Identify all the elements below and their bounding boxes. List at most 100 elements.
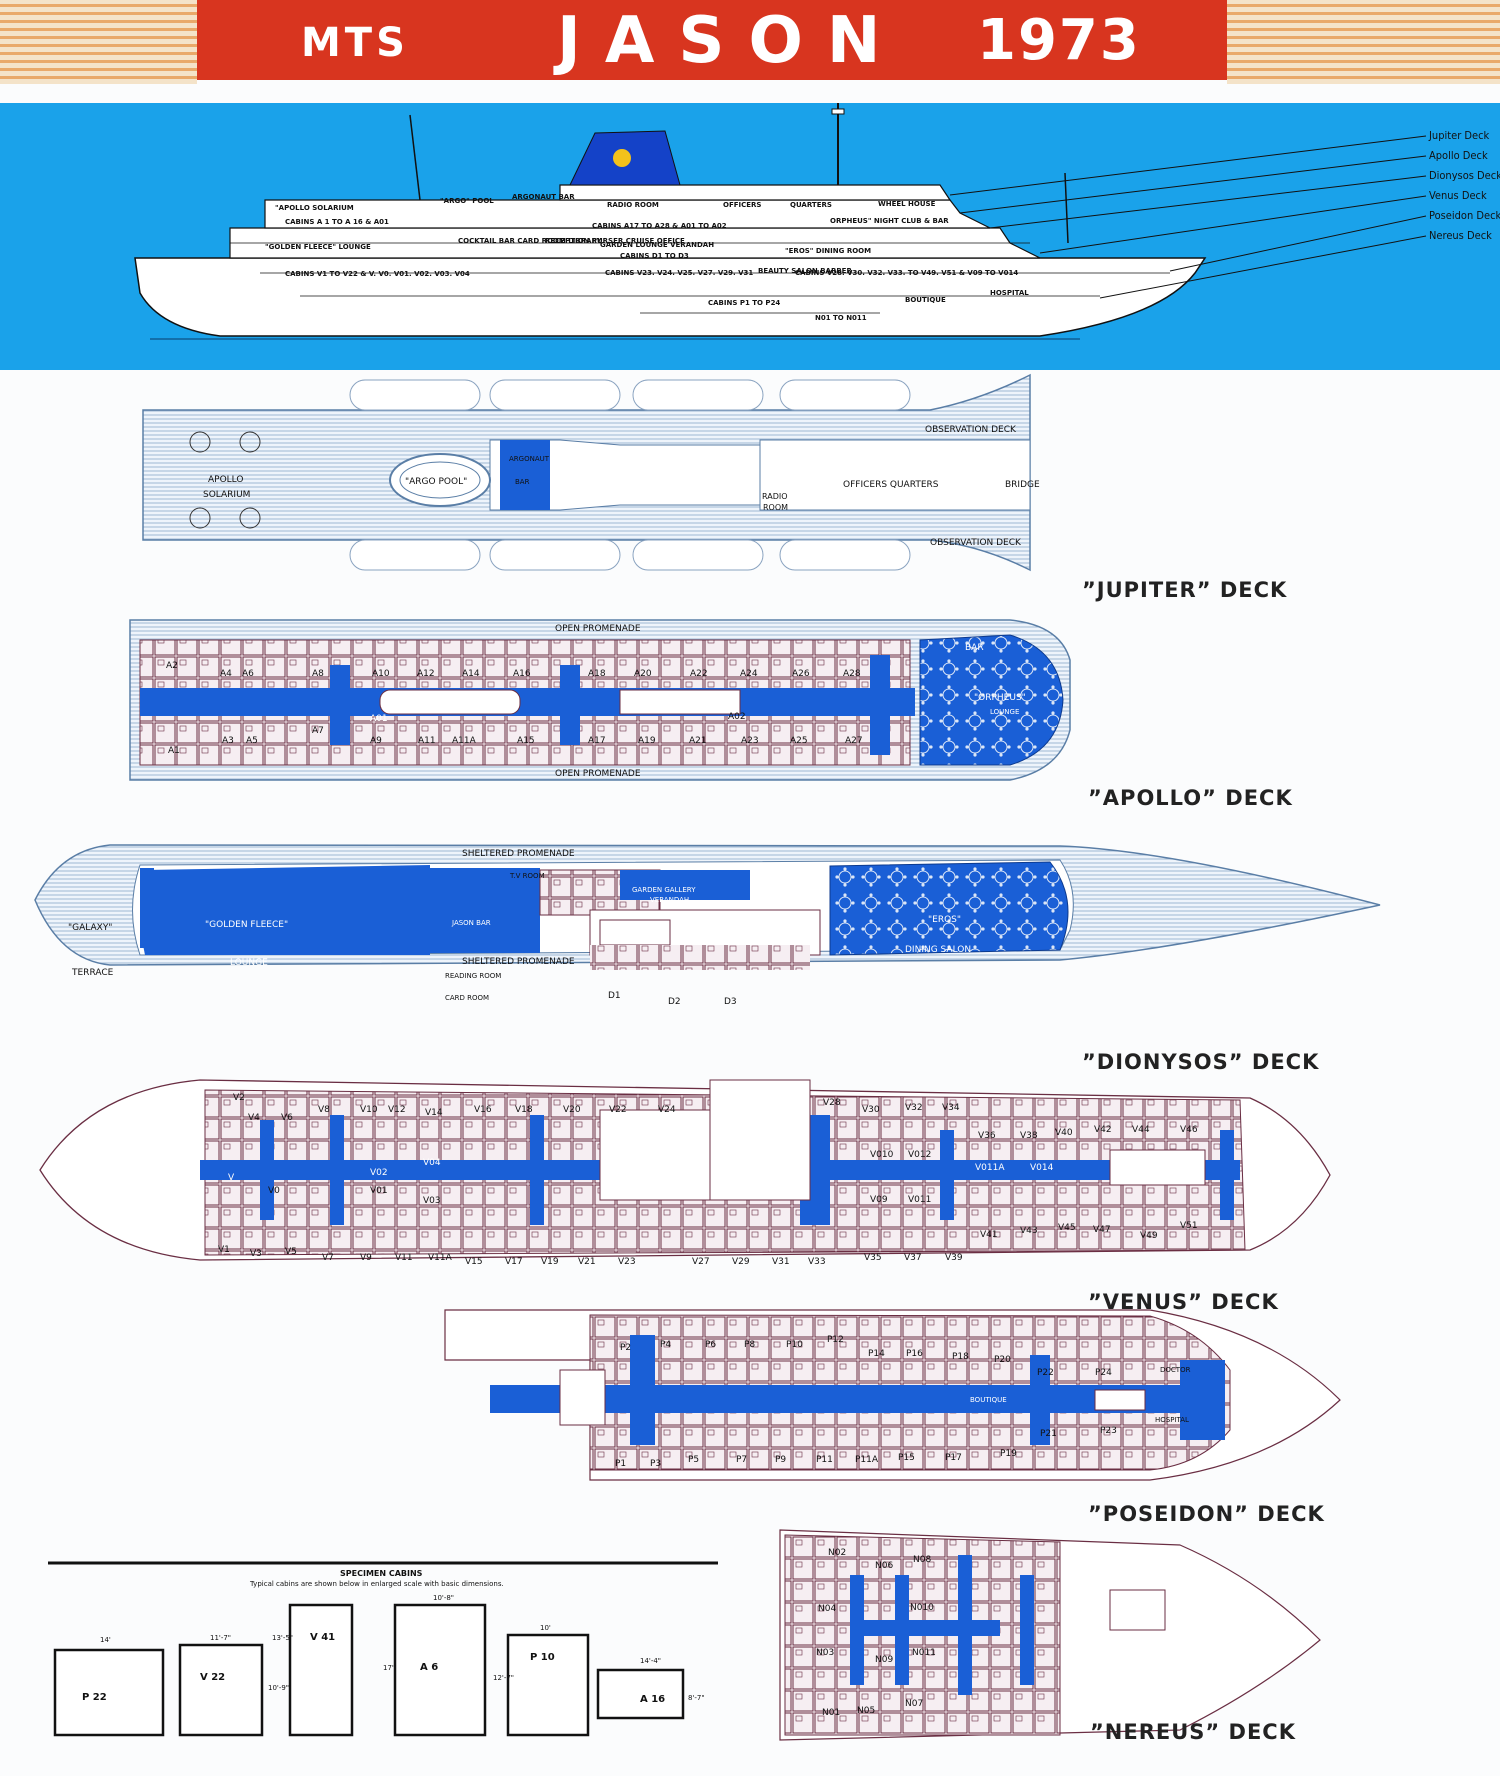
cabin-A11A: A11A xyxy=(452,736,477,746)
cabin-V34: V34 xyxy=(942,1103,960,1113)
cabin-V012: V012 xyxy=(908,1150,931,1160)
cabin-A02: A02 xyxy=(728,712,746,722)
cabin-V29: V29 xyxy=(732,1257,750,1267)
cabin-P14: P14 xyxy=(868,1349,885,1359)
specimen-dim-0: 14' xyxy=(100,1636,111,1644)
jupiter-room-label: ROOM xyxy=(763,503,788,512)
specimen-dim-1: 11'-7" xyxy=(210,1634,231,1642)
poseidon-boutique-label: BOUTIQUE xyxy=(970,1396,1007,1404)
profile-label-reception: RECEPTION PURSER CRUISE OFFICE xyxy=(545,237,685,245)
profile-label-cabins-a: CABINS A 1 TO A 16 & A01 xyxy=(285,218,389,226)
cabin-V47: V47 xyxy=(1093,1225,1111,1235)
cabin-A19: A19 xyxy=(638,736,656,746)
cabin-P22: P22 xyxy=(1037,1368,1054,1378)
cabin-A8: A8 xyxy=(312,669,324,679)
specimen-dim-2h: 13'-5" xyxy=(272,1634,293,1642)
cabin-V37: V37 xyxy=(904,1253,922,1263)
cabin-V36: V36 xyxy=(978,1131,996,1141)
title-prefix: MTS xyxy=(301,20,409,66)
dionysos-golden-fleece-label: "GOLDEN FLEECE" xyxy=(205,920,288,930)
cabin-N010: N010 xyxy=(910,1603,934,1613)
cabin-P21: P21 xyxy=(1040,1429,1057,1439)
cabin-A3: A3 xyxy=(222,736,234,746)
dionysos-terrace-label: TERRACE xyxy=(71,968,114,978)
profile-label-cabins-v: CABINS V1 TO V22 & V. V0. V01. V02. V03.… xyxy=(285,270,470,278)
profile-label-apollo-solarium: "APOLLO SOLARIUM xyxy=(275,204,354,212)
cabin-P20: P20 xyxy=(994,1355,1011,1365)
specimen-dim-1h: 10'-9" xyxy=(268,1684,289,1692)
cabin-P1: P1 xyxy=(615,1459,626,1469)
profile-label-boutique: BOUTIQUE xyxy=(905,296,946,304)
cabin-A12: A12 xyxy=(417,669,435,679)
cabin-V35: V35 xyxy=(864,1253,882,1263)
apollo-lounge-label: LOUNGE xyxy=(990,708,1019,716)
profile-label-golden-fleece: "GOLDEN FLEECE" LOUNGE xyxy=(265,243,371,251)
cabin-P6: P6 xyxy=(705,1340,716,1350)
specimen-dim-3h: 17' xyxy=(383,1664,394,1672)
cabin-V17: V17 xyxy=(505,1257,523,1267)
legend-poseidon: Poseidon Deck xyxy=(1429,209,1500,222)
specimen-subtitle: Typical cabins are shown below in enlarg… xyxy=(249,1580,504,1588)
cabin-V7: V7 xyxy=(322,1253,334,1263)
cabin-P4: P4 xyxy=(660,1340,671,1350)
cabin-P16: P16 xyxy=(906,1349,923,1359)
cabin-V6: V6 xyxy=(281,1113,293,1123)
title-banner: MTS JASON 1973 xyxy=(197,0,1227,80)
cabin-A20: A20 xyxy=(634,669,652,679)
profile-hull xyxy=(134,257,1207,337)
deck-title-apollo: ”APOLLO” DECK xyxy=(1088,786,1293,810)
cabin-A4: A4 xyxy=(220,669,232,679)
deck-title-poseidon: ”POSEIDON” DECK xyxy=(1088,1502,1325,1526)
poseidon-cabin-labels: P2 P4 P6 P8 P10 P12 P14 P16 P18 P20 P22 … xyxy=(615,1335,1117,1469)
profile-label-garden: GARDEN LOUNGE VERANDAH xyxy=(600,241,714,249)
dionysos-card-room-label: CARD ROOM xyxy=(445,994,489,1002)
dionysos-promenade-top: SHELTERED PROMENADE xyxy=(462,849,575,859)
cabin-V31: V31 xyxy=(772,1257,790,1267)
dionysos-verandah-label: VERANDAH xyxy=(650,896,689,904)
cabin-V5: V5 xyxy=(285,1247,297,1257)
cabin-A11: A11 xyxy=(418,736,436,746)
cabin-V27: V27 xyxy=(692,1257,710,1267)
specimen-dim-4: 10' xyxy=(540,1624,551,1632)
nereus-deck-plan xyxy=(779,1529,1321,1741)
cabin-V20: V20 xyxy=(563,1105,581,1115)
title-ship-name: JASON xyxy=(557,4,905,78)
specimen-dim-4h: 12'-7" xyxy=(493,1674,514,1682)
wave-border-left xyxy=(0,0,197,84)
cabin-V21: V21 xyxy=(578,1257,596,1267)
profile-label-quarters: QUARTERS xyxy=(790,201,832,209)
cabin-V010: V010 xyxy=(870,1150,894,1160)
cabin-N01: N01 xyxy=(822,1708,840,1718)
profile-label-cabins-d: CABINS D1 TO D3 xyxy=(620,252,689,260)
cabin-V28: V28 xyxy=(823,1098,841,1108)
deck-title-nereus: ”NEREUS” DECK xyxy=(1090,1720,1296,1744)
legend-jupiter: Jupiter Deck xyxy=(1429,129,1490,142)
cabin-A21: A21 xyxy=(689,736,707,746)
cabin-V41: V41 xyxy=(980,1230,998,1240)
cabin-V40: V40 xyxy=(1055,1128,1073,1138)
profile-label-argo-pool: "ARGO" POOL xyxy=(440,197,494,205)
cabin-P12: P12 xyxy=(827,1335,844,1345)
poseidon-deck-plan: BOUTIQUE DOCTOR HOSPITAL xyxy=(444,1309,1341,1481)
nereus-cabin-labels: N02 N06 N08 N04 N010 N03 N09 N011 N01 N0… xyxy=(816,1548,936,1718)
cabin-A9: A9 xyxy=(370,736,382,746)
cabin-A25: A25 xyxy=(790,736,808,746)
cabin-V011: V011 xyxy=(908,1195,931,1205)
cabin-A17: A17 xyxy=(588,736,606,746)
cabin-P24: P24 xyxy=(1095,1368,1112,1378)
jupiter-obs-top-label: OBSERVATION DECK xyxy=(925,425,1017,435)
cabin-V03: V03 xyxy=(423,1196,441,1206)
cabin-V38: V38 xyxy=(1020,1131,1038,1141)
cabin-N07: N07 xyxy=(905,1699,923,1709)
cabin-V2: V2 xyxy=(233,1093,245,1103)
cabin-P17: P17 xyxy=(945,1453,962,1463)
cabin-A5: A5 xyxy=(246,736,258,746)
specimen-cabin-2: V 41 xyxy=(310,1632,335,1643)
cabin-V: V xyxy=(228,1173,235,1183)
cabin-P23: P23 xyxy=(1100,1426,1117,1436)
cabin-P11A: P11A xyxy=(855,1455,879,1465)
cabin-A15: A15 xyxy=(517,736,535,746)
cabin-A22: A22 xyxy=(690,669,708,679)
cabin-V15: V15 xyxy=(465,1257,483,1267)
ship-profile-diagram: "APOLLO SOLARIUM "ARGO" POOL ARGONAUT BA… xyxy=(134,103,1427,340)
